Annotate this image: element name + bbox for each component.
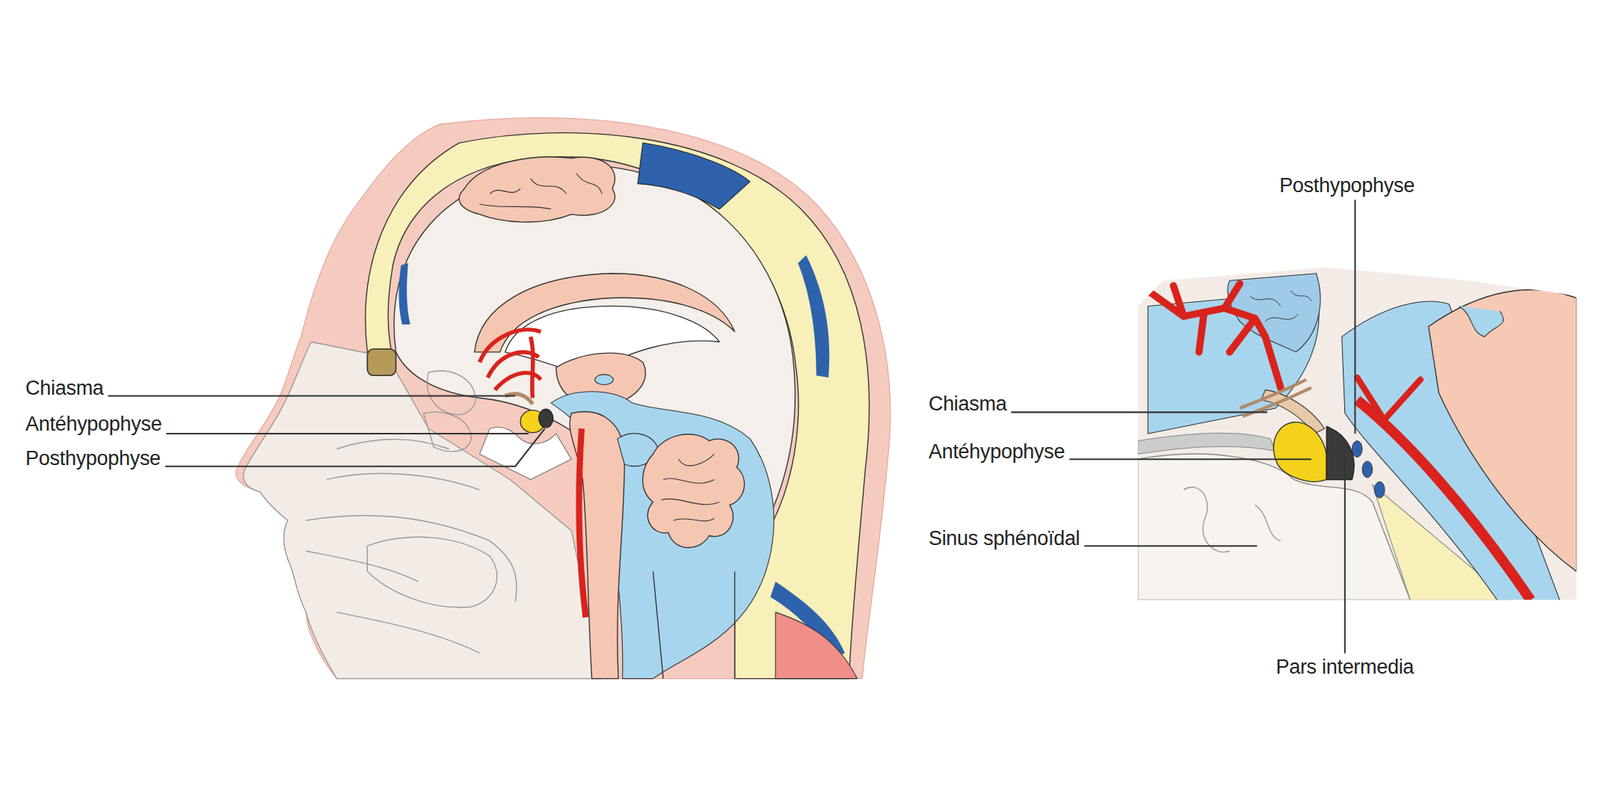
skull — [365, 133, 870, 679]
leader-line — [165, 428, 546, 466]
leader-line — [1069, 458, 1312, 460]
basilar-artery — [578, 428, 586, 617]
leader-line — [1344, 456, 1346, 653]
spinal-cord — [652, 571, 735, 679]
detail-section — [1132, 260, 1583, 608]
artery — [1147, 283, 1280, 388]
aqueduct — [595, 374, 614, 386]
frontal-sinus — [367, 349, 396, 376]
gyri — [459, 157, 615, 223]
artery — [479, 329, 541, 398]
sphenoid-bone — [1137, 453, 1411, 600]
ground — [1132, 260, 1583, 608]
part-label: Posthypophyse — [25, 447, 161, 471]
gyri-lines — [1250, 290, 1312, 322]
sinus — [797, 254, 830, 378]
nasal-cavity — [305, 370, 517, 653]
neck-muscle — [775, 612, 857, 679]
leader-line — [165, 432, 529, 435]
artery-branch — [1357, 377, 1421, 423]
optic-chiasm — [1239, 379, 1312, 417]
head-section — [236, 118, 891, 679]
brainstem-detail — [1459, 305, 1504, 337]
sinus-contours — [1183, 486, 1281, 552]
part-label: Posthypophyse — [1279, 174, 1415, 198]
skin — [236, 118, 891, 679]
part-label: Chiasma — [25, 377, 104, 400]
brainstem — [1428, 289, 1577, 572]
leader-line — [1010, 411, 1268, 413]
cerebellum — [642, 434, 745, 549]
csf — [551, 391, 774, 679]
part-label: Antéhypophyse — [25, 413, 162, 436]
tongue — [367, 536, 497, 608]
posterior-pituitary — [1326, 426, 1355, 480]
leader-line — [108, 395, 516, 398]
part-label: Sinus sphénoïdal — [928, 527, 1080, 551]
gyri-lines — [479, 173, 602, 210]
part-label: Pars intermedia — [1276, 656, 1415, 679]
leader-line — [1084, 545, 1257, 547]
part-label: Antéhypophyse — [928, 441, 1065, 464]
leader-line — [1354, 199, 1356, 434]
cerebellum-lines — [660, 453, 720, 522]
anterior-pituitary — [1273, 422, 1327, 483]
dura — [1137, 432, 1276, 454]
brainstem — [569, 411, 625, 679]
veins — [1351, 441, 1385, 498]
posterior-pituitary — [539, 408, 554, 428]
sagittal-sinus — [637, 142, 750, 210]
part-label: Chiasma — [928, 393, 1007, 416]
basilar-artery — [1357, 400, 1531, 601]
sinus — [398, 263, 410, 325]
